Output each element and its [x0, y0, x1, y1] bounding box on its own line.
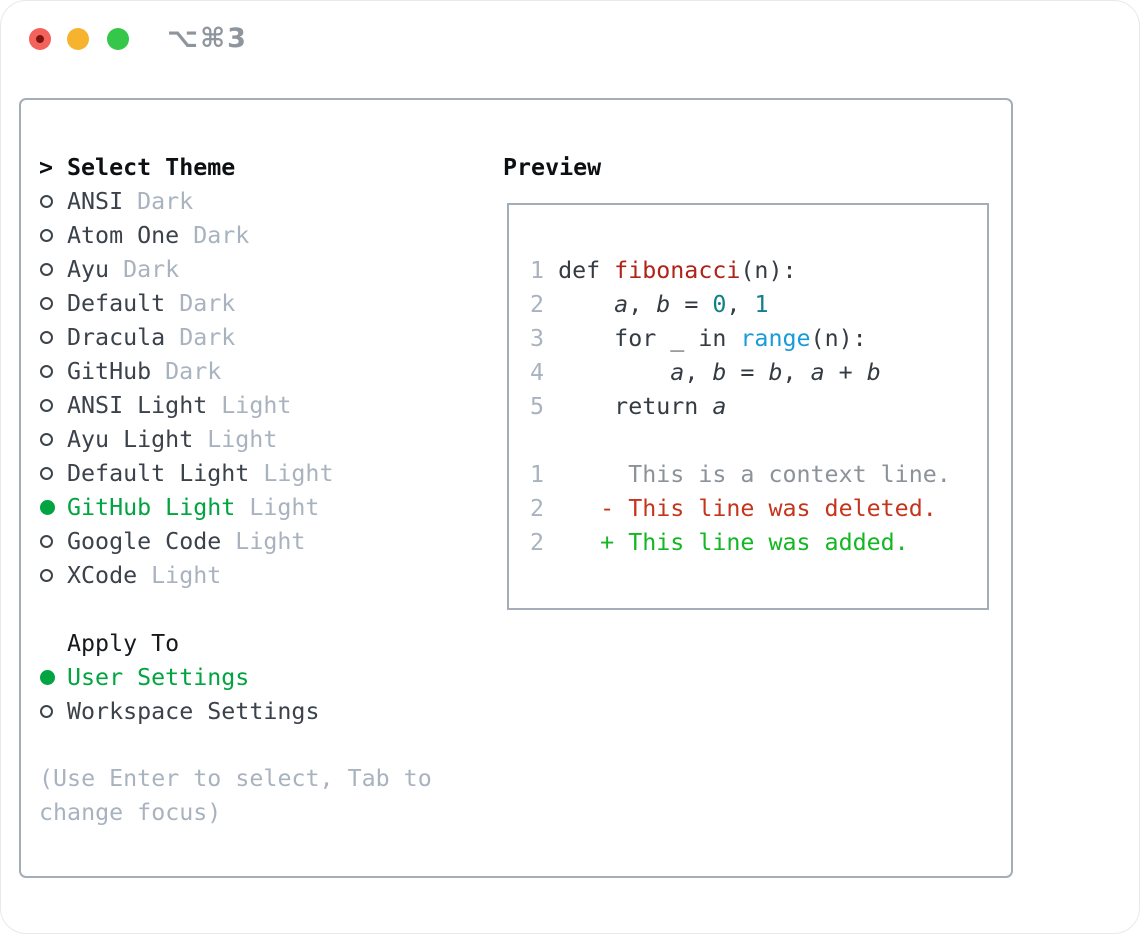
- code-preview: 1 def fibonacci(n): 2 a, b = 0, 1 3 for _ …: [509, 205, 987, 560]
- minimize-button[interactable]: [67, 28, 89, 50]
- apply-to-header-row: Apply To: [39, 626, 479, 660]
- radio-icon: [40, 466, 53, 480]
- preview-column: Preview 1 def fibonacci(n): 2 a, b = 0, 1…: [503, 150, 1003, 610]
- apply-to-header: Apply To: [67, 629, 180, 657]
- option-label: Ayu: [67, 255, 110, 283]
- theme-option-ayu[interactable]: Ayu Dark: [39, 252, 479, 286]
- option-label: Workspace Settings: [67, 697, 320, 725]
- option-tag: Light: [263, 459, 334, 487]
- theme-list: ANSI Dark Atom One Dark Ayu Dark Default…: [39, 184, 479, 592]
- option-label: Ayu Light: [67, 425, 194, 453]
- code-line: 1 def fibonacci(n):: [530, 257, 797, 284]
- close-button[interactable]: [29, 28, 51, 50]
- theme-option-google-code[interactable]: Google Code Light: [39, 524, 479, 558]
- preview-header: Preview: [503, 153, 602, 181]
- theme-option-default[interactable]: Default Dark: [39, 286, 479, 320]
- option-tag: Dark: [165, 357, 222, 385]
- option-tag: Dark: [137, 187, 194, 215]
- window-title: ⌥⌘3: [167, 23, 248, 54]
- zoom-button[interactable]: [107, 28, 129, 50]
- keyboard-hint: (Use Enter to select, Tab to change focu…: [39, 765, 432, 826]
- code-line: 1 This is a context line.: [530, 461, 951, 488]
- radio-icon: [40, 364, 53, 378]
- theme-option-github-light[interactable]: GitHub Light Light: [39, 490, 479, 524]
- radio-icon: [40, 330, 53, 344]
- option-tag: Light: [221, 391, 292, 419]
- cursor-prefix-icon: >: [39, 153, 54, 181]
- radio-icon: [40, 499, 55, 515]
- option-tag: Light: [235, 527, 306, 555]
- preview-header-row: Preview: [503, 150, 1003, 184]
- apply-to-list: User Settings Workspace Settings: [39, 660, 479, 728]
- theme-option-ansi-light[interactable]: ANSI Light Light: [39, 388, 479, 422]
- apply-option-user-settings[interactable]: User Settings: [39, 660, 479, 694]
- titlebar: ⌥⌘3: [1, 1, 1139, 71]
- option-label: Dracula: [67, 323, 166, 351]
- radio-icon: [40, 704, 53, 718]
- code-line: 4 a, b = b, a + b: [530, 359, 881, 386]
- theme-option-dracula[interactable]: Dracula Dark: [39, 320, 479, 354]
- code-line: 5 return a: [530, 393, 727, 420]
- radio-icon: [40, 194, 53, 208]
- option-tag: Light: [249, 493, 320, 521]
- code-line: [530, 424, 987, 458]
- option-label: User Settings: [67, 663, 250, 691]
- code-line: 2 - This line was deleted.: [530, 495, 937, 522]
- option-label: ANSI Light: [67, 391, 208, 419]
- theme-option-ayu-light[interactable]: Ayu Light Light: [39, 422, 479, 456]
- option-tag: Dark: [123, 255, 180, 283]
- theme-selector-panel: > Select Theme ANSI Dark Atom One Dark A…: [19, 98, 1013, 878]
- option-label: GitHub: [67, 357, 152, 385]
- apply-option-workspace-settings[interactable]: Workspace Settings: [39, 694, 479, 728]
- theme-list-column: > Select Theme ANSI Dark Atom One Dark A…: [39, 150, 479, 830]
- theme-option-ansi[interactable]: ANSI Dark: [39, 184, 479, 218]
- option-tag: Dark: [179, 289, 236, 317]
- radio-icon: [40, 534, 53, 548]
- option-tag: Light: [151, 561, 222, 589]
- select-theme-header-row: > Select Theme: [39, 150, 479, 184]
- theme-option-github[interactable]: GitHub Dark: [39, 354, 479, 388]
- theme-option-atom-one[interactable]: Atom One Dark: [39, 218, 479, 252]
- radio-icon: [40, 296, 53, 310]
- radio-icon: [40, 262, 53, 276]
- option-label: XCode: [67, 561, 138, 589]
- radio-icon: [40, 669, 55, 685]
- theme-option-xcode[interactable]: XCode Light: [39, 558, 479, 592]
- code-line: 2 a, b = 0, 1: [530, 291, 769, 318]
- option-label: GitHub Light: [67, 493, 236, 521]
- spacer: [39, 592, 479, 626]
- option-tag: Dark: [193, 221, 250, 249]
- option-tag: Dark: [179, 323, 236, 351]
- theme-option-default-light[interactable]: Default Light Light: [39, 456, 479, 490]
- spacer: [39, 728, 479, 762]
- radio-icon: [40, 432, 53, 446]
- option-label: Default: [67, 289, 166, 317]
- select-theme-header: Select Theme: [67, 153, 236, 181]
- option-label: Google Code: [67, 527, 222, 555]
- code-line: 2 + This line was added.: [530, 529, 909, 556]
- preview-box: 1 def fibonacci(n): 2 a, b = 0, 1 3 for _ …: [507, 203, 989, 610]
- radio-icon: [40, 228, 53, 242]
- radio-icon: [40, 568, 53, 582]
- code-line: 3 for _ in range(n):: [530, 325, 867, 352]
- radio-icon: [40, 398, 53, 412]
- option-label: Default Light: [67, 459, 250, 487]
- option-label: ANSI: [67, 187, 124, 215]
- option-label: Atom One: [67, 221, 180, 249]
- option-tag: Light: [207, 425, 278, 453]
